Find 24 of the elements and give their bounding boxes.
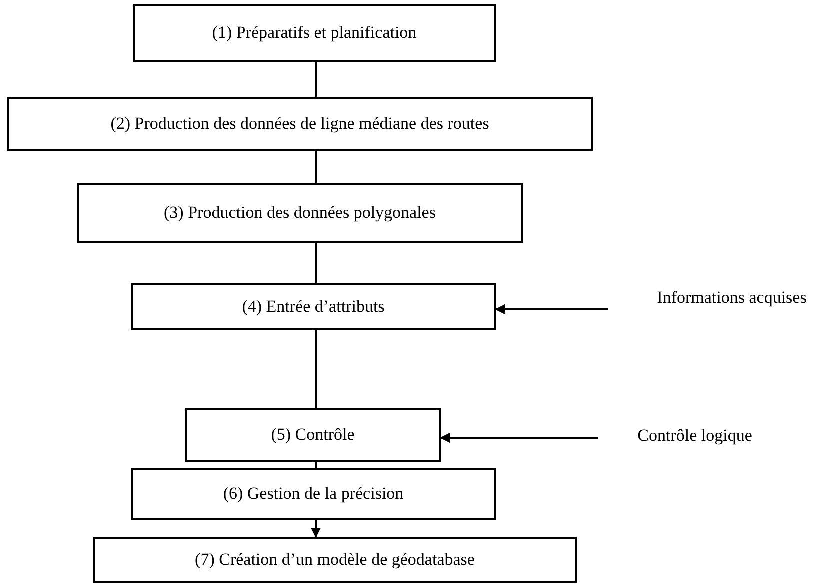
connector-line (315, 151, 317, 183)
input-label: Contrôle logique (620, 424, 770, 448)
box-label: (1) Préparatifs et planification (212, 23, 417, 43)
box-label: (5) Contrôle (271, 425, 355, 445)
process-box (7, 97, 593, 151)
process-box (131, 283, 496, 330)
box-label: (4) Entrée d’attributs (242, 296, 385, 316)
input-label: Informations acquises (630, 286, 834, 310)
connector-line (315, 243, 317, 283)
box-label: (7) Création d’un modèle de géodatabase (195, 550, 475, 570)
box-label: (2) Production des données de ligne médiane des routes (110, 114, 490, 134)
box-label: (3) Production des données polygonales (164, 203, 436, 223)
connector-line (315, 62, 317, 97)
connector-line (315, 462, 317, 468)
process-box (185, 408, 441, 462)
arrow (440, 433, 598, 443)
arrow (311, 520, 321, 538)
process-box (131, 468, 496, 520)
arrow (495, 304, 608, 314)
connector-line (315, 330, 317, 408)
process-box (77, 183, 523, 243)
box-label: (6) Gestion de la précision (223, 484, 404, 504)
process-box (93, 537, 577, 583)
process-box (133, 4, 496, 62)
